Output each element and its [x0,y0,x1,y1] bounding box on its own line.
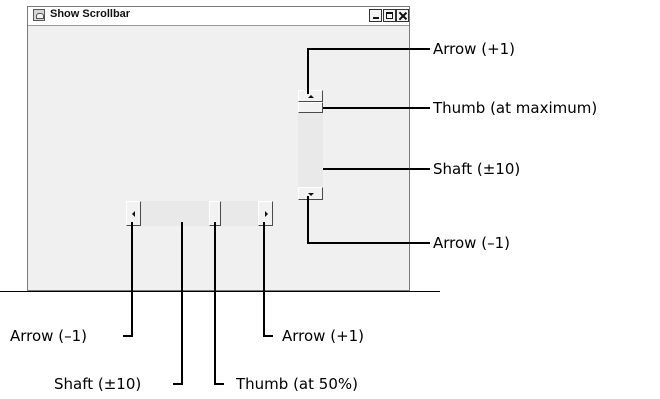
callout-vertical-arrow-up: Arrow (+1) [433,40,516,58]
horizontal-scrollbar-right-arrow[interactable] [258,201,273,226]
leader-arrow-up-v [307,48,309,94]
app-window-icon [33,9,45,21]
minimize-icon[interactable] [369,9,382,22]
arrow-down-icon [308,193,314,196]
vertical-scrollbar-thumb[interactable] [298,102,323,113]
show-scrollbar-window: Show Scrollbar [27,6,410,291]
arrow-right-icon [265,211,268,217]
callout-vertical-shaft: Shaft (±10) [433,160,521,178]
leader-arrow-right-tick [263,335,273,337]
leader-arrow-left-h [131,222,133,337]
callout-vertical-arrow-down: Arrow (–1) [433,234,510,252]
callout-vertical-thumb: Thumb (at maximum) [433,99,598,117]
leader-arrow-right-h [263,222,265,337]
callout-horizontal-thumb: Thumb (at 50%) [236,375,358,393]
leader-thumb-50-tick [214,383,224,385]
leader-arrow-down-h [307,242,430,244]
callout-horizontal-arrow-left: Arrow (–1) [10,327,87,345]
leader-arrow-up-h [307,48,430,50]
leader-arrow-left-tick [123,335,133,337]
horizontal-scrollbar-shaft[interactable] [126,201,272,226]
window-title: Show Scrollbar [50,8,131,20]
title-bar[interactable]: Show Scrollbar [28,7,409,26]
vertical-scrollbar-down-arrow[interactable] [298,187,323,200]
callout-horizontal-arrow-right: Arrow (+1) [282,327,365,345]
arrow-left-icon [132,211,135,217]
maximize-icon[interactable] [383,9,396,22]
arrow-up-icon [308,95,314,98]
close-icon[interactable] [396,9,409,22]
leader-shaft-h-tick [173,383,183,385]
horizontal-scrollbar-left-arrow[interactable] [126,201,141,226]
leader-shaft-v [323,168,430,170]
leader-thumb-max [323,107,430,109]
leader-thumb-50 [214,222,216,385]
leader-arrow-down-v [307,196,309,243]
vertical-scrollbar-up-arrow[interactable] [298,90,323,102]
callout-horizontal-shaft: Shaft (±10) [54,375,142,393]
leader-shaft-h [181,222,183,385]
window-bottom-line [0,291,440,292]
